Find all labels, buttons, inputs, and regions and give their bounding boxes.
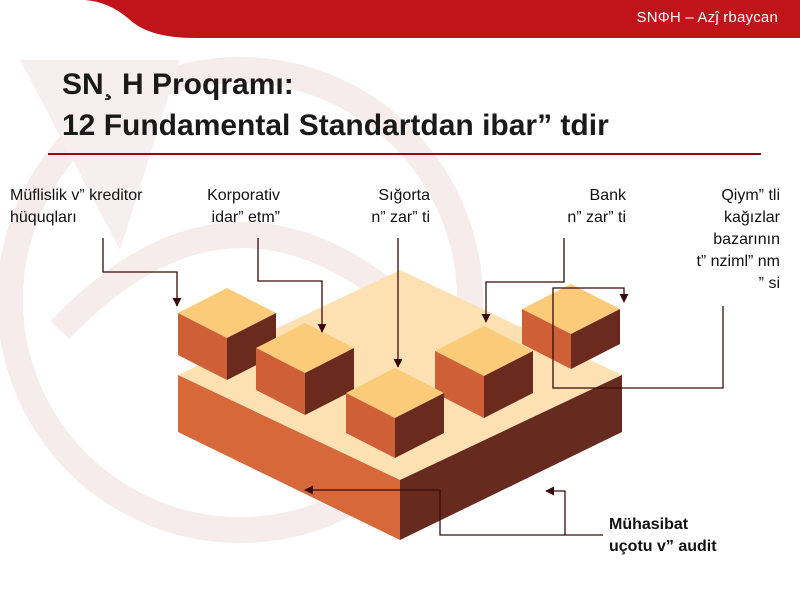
label-sigorta: Sığorta n” zar” ti [371,187,430,226]
base-front-face [178,375,400,540]
label-qiymetli: Qiym” tli kağızlar bazarının t” nziml” n… [696,187,780,292]
arrow-muhasibat-front [304,485,603,536]
title-line-1: SN¸ H Proqramı: [62,68,294,101]
header-brand-text: SNΦH – Azĵ rbaycan [636,9,778,26]
title-line-2: 12 Fundamental Standartdan ibar” tdir [62,109,609,142]
header-banner [0,0,800,38]
label-muhasibat: Mühasibat uçotu v” audit [609,516,717,555]
cube-korporativ [256,323,354,415]
label-bank: Bank n” zar” ti [567,187,626,226]
base-side-face [400,375,622,540]
arrow-qiymetli-bracket [552,287,724,389]
arrow-korporativ [257,238,327,333]
cube-bank [435,326,533,418]
cube-sigorta [346,368,444,458]
arrow-muflislik [102,238,182,307]
title-underline [48,153,761,155]
cube-muflislik [178,288,276,380]
label-korporativ: Korporativ idar” etm” [207,187,280,226]
arrow-muhasibat-side [545,486,566,535]
label-muflislik: Müflislik v” kreditor hüquqları [10,187,143,226]
slide-title: SN¸ H Proqramı: 12 Fundamental Standartd… [62,64,609,146]
cube-qiymetli [522,284,620,369]
arrow-bank [481,238,565,323]
